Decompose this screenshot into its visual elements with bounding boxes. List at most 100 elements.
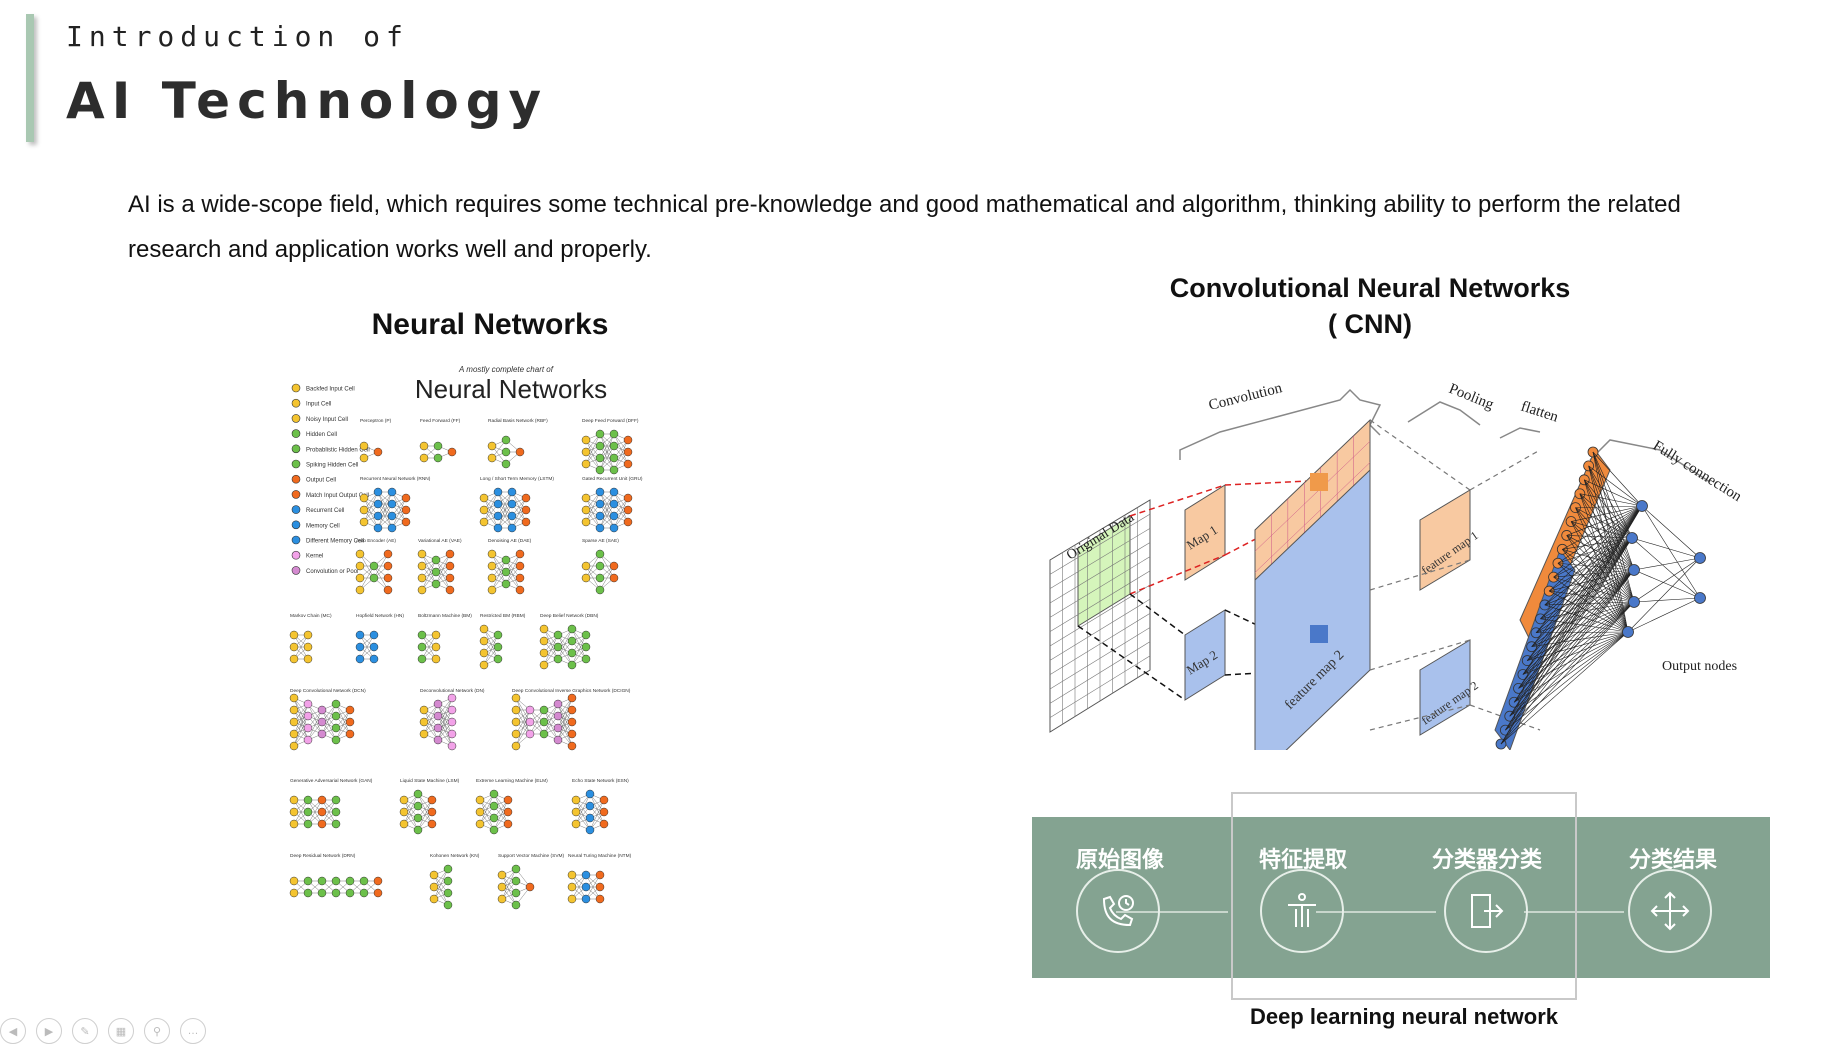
network-node [479,517,489,527]
network-node [511,705,521,715]
network-node [427,819,437,829]
network-node [501,447,511,457]
network-node [493,642,503,652]
network-node [525,729,535,739]
network-node [623,435,633,445]
network-node [331,699,341,709]
network-label: Boltzmann Machine (BM) [418,613,472,619]
network-label: Support Vector Machine (SVM) [498,853,565,859]
network-node [609,523,619,533]
more-icon[interactable]: … [180,1018,206,1044]
next-icon[interactable]: ▶ [36,1018,62,1044]
zoom-icon[interactable]: ⚲ [144,1018,170,1044]
network-node [447,741,457,751]
network-node [493,511,503,521]
network-node [595,511,605,521]
network-node [599,819,609,829]
network-node [355,654,365,664]
network-node [417,585,427,595]
network-node [595,882,605,892]
network-node [345,888,355,898]
network-node [493,487,503,497]
network-node [567,870,577,880]
page-title: AI Technology [66,72,549,130]
network-node [373,876,383,886]
door-exit-icon [1444,869,1528,953]
legend-label: Noisy Input Cell [306,417,348,423]
network-node [623,459,633,469]
network-node [359,888,369,898]
network-node [431,642,441,652]
slides-icon[interactable]: ▦ [108,1018,134,1044]
network-node [429,882,439,892]
previous-icon[interactable]: ◀ [0,1018,26,1044]
network-node [369,654,379,664]
network-node [427,795,437,805]
network-node [303,711,313,721]
network-node [431,555,441,565]
network-node [511,693,521,703]
network-node [369,642,379,652]
network-node [539,624,549,634]
network-node [345,717,355,727]
network-node [623,447,633,457]
network-node [289,705,299,715]
network-node [431,567,441,577]
legend-swatch [291,566,301,575]
chart-subtitle: A mostly complete chart of [458,365,554,374]
network-node [595,465,605,475]
network-node [595,487,605,497]
network-node [413,801,423,811]
network-node [331,876,341,886]
network-node [289,729,299,739]
network-node [515,447,525,457]
convolution-label: Convolution [1207,380,1284,414]
legend-swatch [291,383,301,393]
network-node [511,864,521,874]
network-node [317,819,327,829]
network-node [501,435,511,445]
title-line1: Introduction of [66,20,409,53]
network-node [567,693,577,703]
network-node [503,795,513,805]
network-node [567,717,577,727]
network-node [595,573,605,583]
network-node [317,876,327,886]
network-node [503,807,513,817]
pooling-brace [1407,401,1481,426]
network-node [303,642,313,652]
network-node [383,585,393,595]
network-node [401,493,411,503]
network-node [489,789,499,799]
network-node [331,819,341,829]
network-node [525,717,535,727]
network-node [581,493,591,503]
network-node [539,705,549,715]
network-node [581,517,591,527]
network-label: Kohonen Network (KN) [430,853,480,859]
network-node [433,711,443,721]
cnn-heading: Convolutional Neural Networks ( CNN) [1120,270,1620,342]
move-arrows-icon [1628,869,1712,953]
network-node [595,453,605,463]
network-node [447,447,457,457]
network-node [419,441,429,451]
network-label: Deep Residual Network (DRN) [290,853,356,859]
network-node [331,723,341,733]
network-node [419,705,429,715]
network-node [355,585,365,595]
legend-swatch [291,505,301,514]
network-node [317,729,327,739]
network-node [623,505,633,515]
network-node [489,801,499,811]
network-node [289,807,299,817]
network-node [507,511,517,521]
network-node [567,729,577,739]
network-node [369,630,379,640]
network-node [599,795,609,805]
pooling-label: Pooling [1447,381,1497,414]
network-node [501,567,511,577]
pen-icon[interactable]: ✎ [72,1018,98,1044]
legend-label: Different Memory Cell [306,539,364,545]
network-label: Denoising AE (DAE) [488,538,532,544]
